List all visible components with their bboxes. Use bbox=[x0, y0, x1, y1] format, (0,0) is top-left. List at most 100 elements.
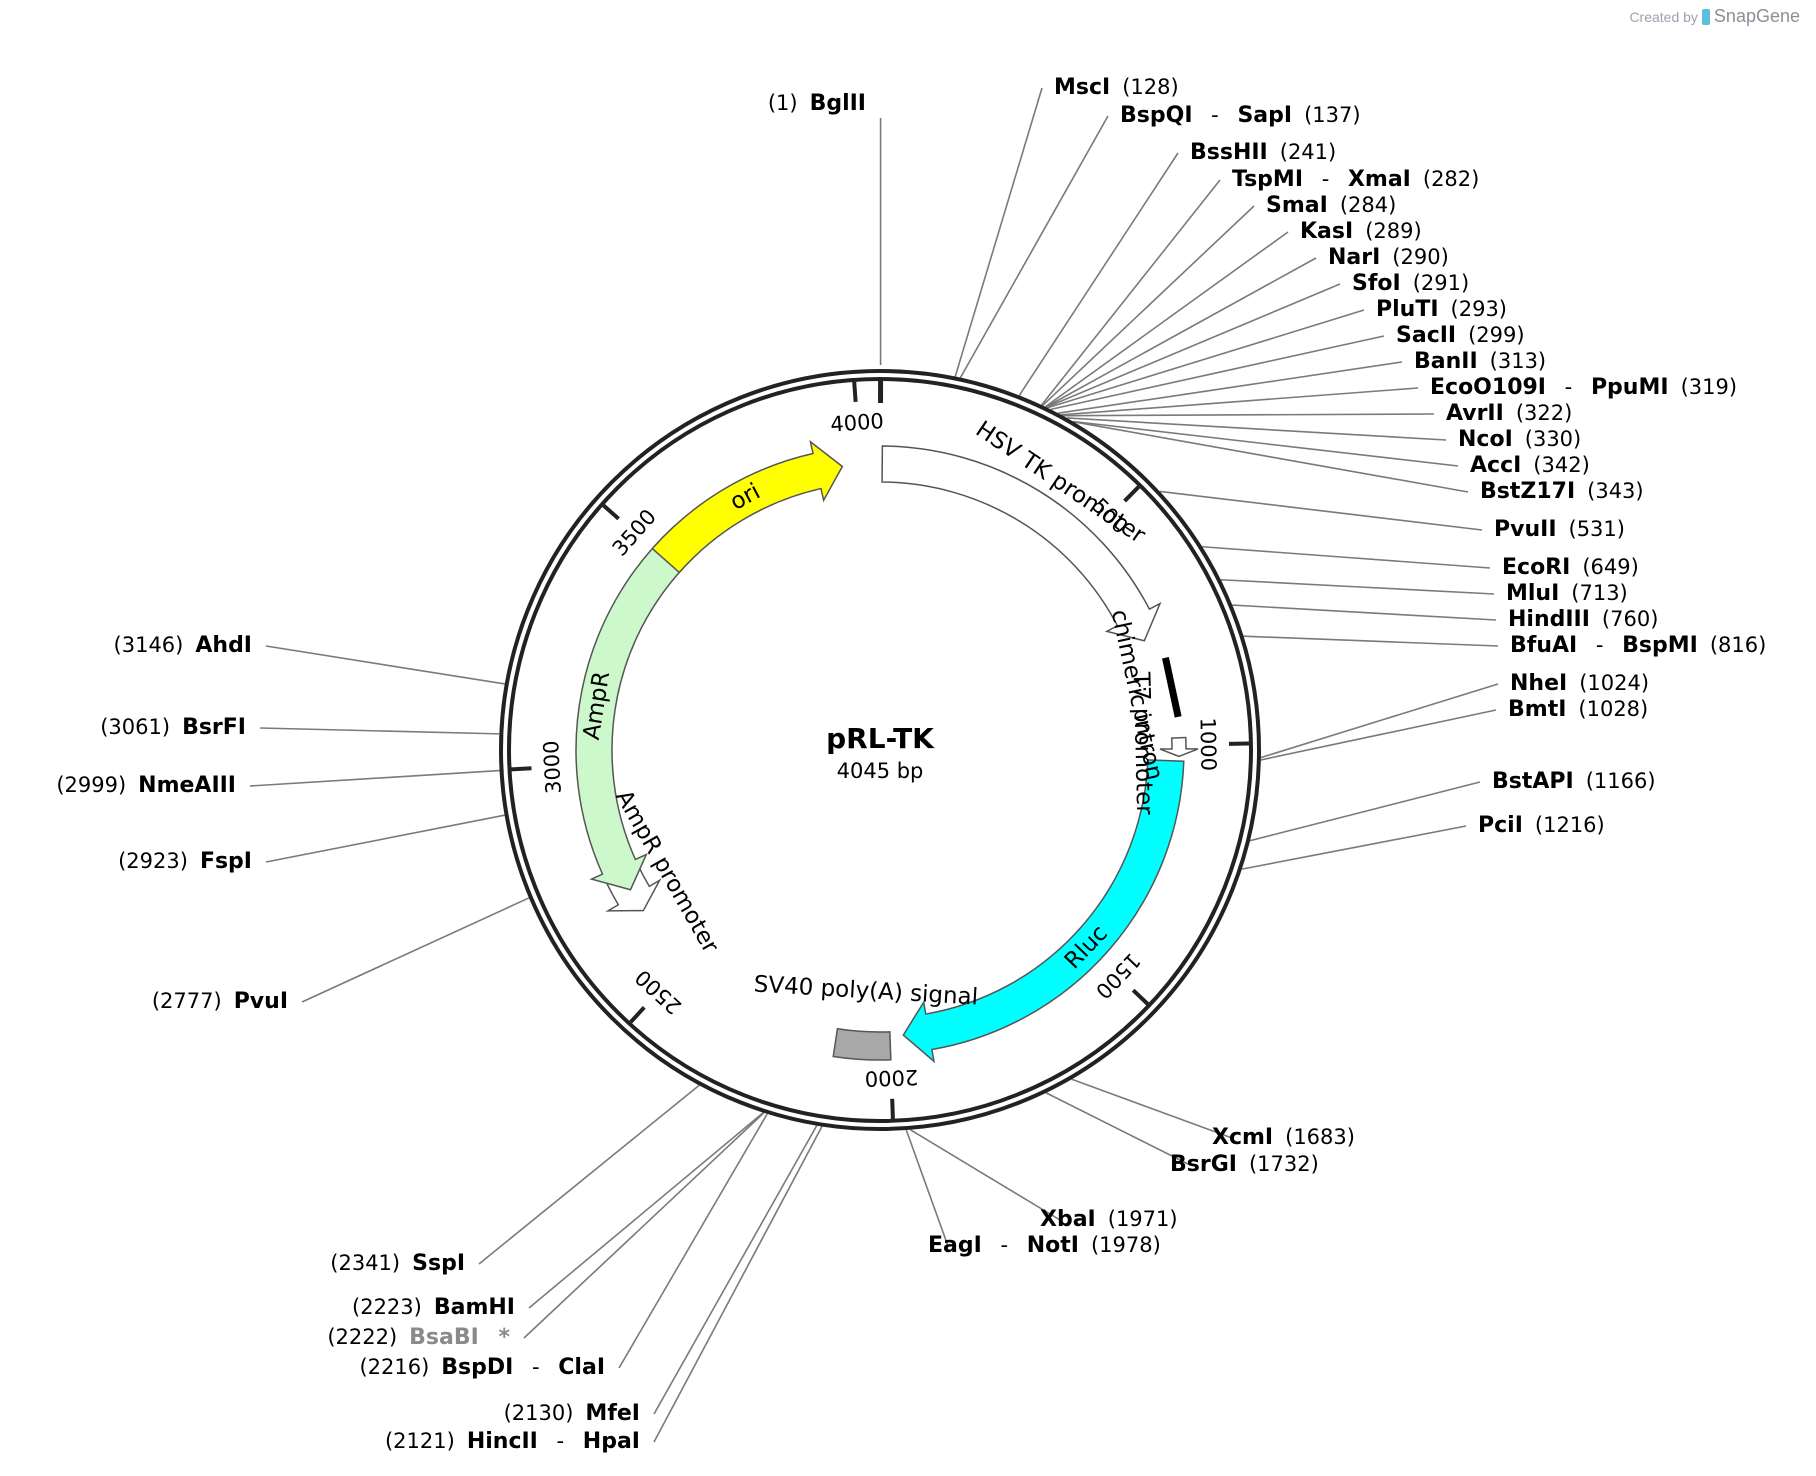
site-ecoo109i-ppumi[interactable]: EcoO109I - PpuMI(319) bbox=[1430, 375, 1737, 400]
site-fspi[interactable]: (2923)FspI bbox=[118, 849, 252, 874]
site-bsabi[interactable]: (2222)BsaBI * bbox=[327, 1325, 510, 1350]
leader-line bbox=[1050, 335, 1385, 411]
enzyme-name: SspI bbox=[412, 1251, 465, 1276]
leader-line bbox=[1260, 683, 1499, 759]
site-ecori[interactable]: EcoRI(649) bbox=[1502, 555, 1639, 580]
enzyme-name: NarI bbox=[1328, 245, 1380, 270]
site-bamhi[interactable]: (2223)BamHI bbox=[352, 1295, 515, 1320]
site-sspi[interactable]: (2341) SspI bbox=[330, 1251, 465, 1276]
site-bstapi[interactable]: BstAPI(1166) bbox=[1492, 769, 1656, 794]
site-xcmi[interactable]: XcmI (1683) bbox=[1212, 1125, 1355, 1150]
site-nhei[interactable]: NheI(1024) bbox=[1510, 671, 1649, 696]
enzyme-name: KasI bbox=[1300, 219, 1353, 244]
site-position: (2923) bbox=[118, 849, 188, 873]
site-hindiii[interactable]: HindIII(760) bbox=[1508, 607, 1658, 632]
site-bstz17i[interactable]: BstZ17I(343) bbox=[1480, 479, 1644, 504]
site-banii[interactable]: BanII(313) bbox=[1414, 349, 1546, 374]
enzyme-name: BstZ17I bbox=[1480, 479, 1575, 504]
site-position: (1216) bbox=[1535, 813, 1605, 837]
enzyme-name: MluI bbox=[1506, 581, 1559, 606]
svg-text:KasI(289): KasI (289) bbox=[1300, 219, 1422, 244]
site-bspqi-sapi[interactable]: BspQI - SapI(137) bbox=[1120, 103, 1361, 128]
site-position: (289) bbox=[1365, 219, 1421, 243]
svg-text:NheI(1024): NheI(1024) bbox=[1510, 671, 1649, 696]
svg-text:SfoI(291): SfoI(291) bbox=[1352, 271, 1469, 296]
site-pluti[interactable]: PluTI(293) bbox=[1376, 297, 1507, 322]
site-position: (284) bbox=[1340, 193, 1396, 217]
leader-line bbox=[1057, 361, 1403, 414]
site-nari[interactable]: NarI(290) bbox=[1328, 245, 1449, 270]
enzyme-name: SmaI bbox=[1266, 193, 1328, 218]
site-position: (1683) bbox=[1285, 1125, 1355, 1149]
site-position: (342) bbox=[1533, 453, 1589, 477]
leader-line bbox=[1220, 578, 1495, 595]
site-pcii[interactable]: PciI(1216) bbox=[1478, 813, 1605, 838]
svg-text:XbaI(1971): XbaI(1971) bbox=[1040, 1207, 1178, 1232]
site-position: (531) bbox=[1569, 517, 1625, 541]
site-sfoi[interactable]: SfoI(291) bbox=[1352, 271, 1469, 296]
enzyme-name: BmtI bbox=[1508, 697, 1566, 722]
enzyme-name: PpuMI bbox=[1591, 375, 1669, 400]
svg-text:BmtI(1028): BmtI(1028) bbox=[1508, 697, 1648, 722]
enzyme-name: EagI bbox=[928, 1233, 982, 1258]
feature-sv40-poly-a-signal bbox=[832, 1027, 892, 1061]
site-bspdi-clai[interactable]: (2216)BspDI - ClaI bbox=[359, 1355, 605, 1380]
site-bglii[interactable]: (1)BglII bbox=[768, 91, 866, 116]
enzyme-name: BglII bbox=[810, 91, 866, 116]
plasmid-backbone bbox=[499, 369, 1261, 1131]
site-ncoi[interactable]: NcoI(330) bbox=[1458, 427, 1581, 452]
site-pvuii[interactable]: PvuII(531) bbox=[1494, 517, 1625, 542]
svg-text:AccI(342): AccI(342) bbox=[1470, 453, 1590, 478]
leader-line bbox=[1044, 231, 1289, 408]
enzyme-name: XbaI bbox=[1040, 1207, 1096, 1232]
site-position: (2341) bbox=[330, 1251, 400, 1275]
leader-line bbox=[1249, 781, 1481, 842]
enzyme-name: XcmI bbox=[1212, 1125, 1273, 1150]
site-tspmi-xmai[interactable]: TspMI - XmaI(282) bbox=[1232, 167, 1479, 192]
site-smai[interactable]: SmaI (284) bbox=[1266, 193, 1396, 218]
site-bsrgi[interactable]: BsrGI(1732) bbox=[1170, 1152, 1319, 1177]
site-position: (2999) bbox=[56, 773, 126, 797]
site-hincii-hpai[interactable]: (2121)HincII - HpaI bbox=[385, 1429, 640, 1454]
enzyme-name: * bbox=[491, 1325, 511, 1350]
site-ahdi[interactable]: (3146)AhdI bbox=[114, 633, 252, 658]
site-pvui[interactable]: (2777)PvuI bbox=[152, 989, 288, 1014]
feature-ori bbox=[651, 439, 844, 574]
svg-text:(3061)BsrFI: (3061)BsrFI bbox=[100, 715, 246, 740]
leader-line bbox=[1073, 421, 1469, 493]
site-position: (2121) bbox=[385, 1429, 455, 1453]
site-nmeaiii[interactable]: (2999)NmeAIII bbox=[56, 773, 236, 798]
site-bmti[interactable]: BmtI(1028) bbox=[1508, 697, 1648, 722]
leader-line bbox=[905, 1129, 949, 1247]
site-position: (330) bbox=[1525, 427, 1581, 451]
site-xbai[interactable]: XbaI(1971) bbox=[1040, 1207, 1178, 1232]
site-position: - bbox=[1315, 167, 1336, 191]
site-leaders bbox=[249, 87, 1499, 1443]
site-position: (241) bbox=[1280, 140, 1336, 164]
leader-line bbox=[653, 1126, 823, 1443]
site-avrii[interactable]: AvrII(322) bbox=[1446, 401, 1572, 426]
site-bsshii[interactable]: BssHII(241) bbox=[1190, 140, 1336, 165]
enzyme-name: AvrII bbox=[1446, 401, 1504, 426]
leader-line bbox=[1062, 413, 1435, 417]
site-sacii[interactable]: SacII(299) bbox=[1396, 323, 1525, 348]
site-eagi-noti[interactable]: EagI - NotI(1978) bbox=[928, 1233, 1161, 1258]
enzyme-name: HincII bbox=[467, 1429, 538, 1454]
enzyme-name: BspDI bbox=[441, 1355, 513, 1380]
site-bsrfi[interactable]: (3061)BsrFI bbox=[100, 715, 246, 740]
svg-text:EcoO109I - PpuMI(319): EcoO109I - PpuMI(319) bbox=[1430, 375, 1737, 400]
site-mlui[interactable]: MluI(713) bbox=[1506, 581, 1628, 606]
site-msci[interactable]: MscI(128) bbox=[1054, 75, 1179, 100]
svg-text:(2130)MfeI: (2130)MfeI bbox=[504, 1401, 640, 1426]
tick-label: 1000 bbox=[1195, 717, 1220, 771]
leader-line bbox=[523, 1112, 765, 1339]
site-acci[interactable]: AccI(342) bbox=[1470, 453, 1590, 478]
enzyme-name: HpaI bbox=[583, 1429, 640, 1454]
feature-arrows bbox=[575, 439, 1199, 1064]
svg-text:AvrII(322): AvrII(322) bbox=[1446, 401, 1572, 426]
site-kasi[interactable]: KasI (289) bbox=[1300, 219, 1422, 244]
site-mfei[interactable]: (2130)MfeI bbox=[504, 1401, 640, 1426]
svg-text:SmaI(284): SmaI (284) bbox=[1266, 193, 1396, 218]
site-bfuai-bspmi[interactable]: BfuAI - BspMI(816) bbox=[1510, 633, 1766, 658]
leader-line bbox=[1260, 709, 1497, 761]
